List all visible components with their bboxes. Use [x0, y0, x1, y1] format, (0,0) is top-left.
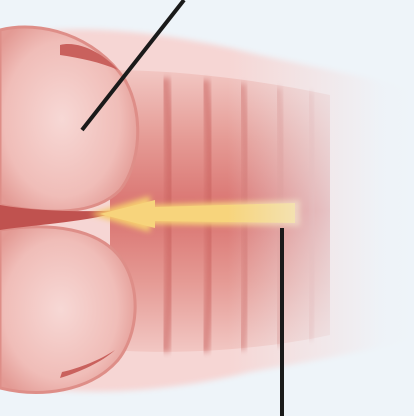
diagram-stage [0, 0, 414, 416]
right-fade [0, 0, 414, 416]
anatomical-illustration [0, 0, 414, 416]
